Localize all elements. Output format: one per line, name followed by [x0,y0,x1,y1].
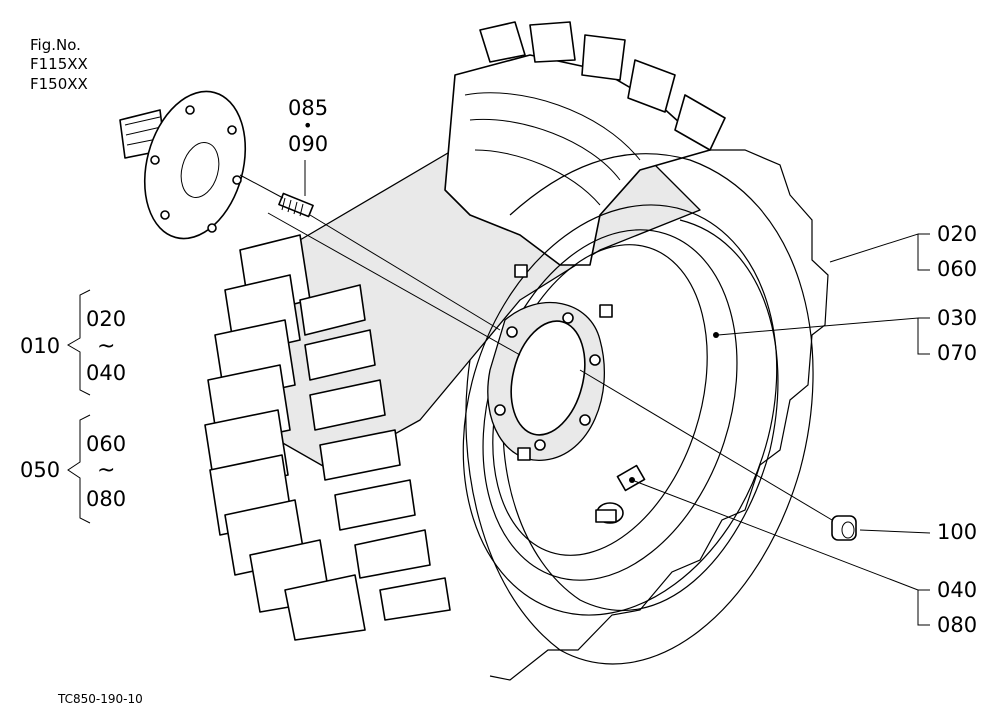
figure-ref-heading: Fig.No. [30,36,81,54]
group-050-to: 080 [86,487,127,511]
callout-020: 020 [937,222,978,246]
callout-040: 040 [937,578,978,602]
group-050-from: 060 [86,432,127,456]
wheel-nut [831,515,857,541]
tire-lugs-left [204,234,451,641]
wheel-stud [278,192,314,218]
air-valve [595,464,646,524]
drawing-code: TC850-190-10 [58,692,143,706]
group-010-bracket [67,289,91,396]
rim-reference-dot [713,332,719,338]
tire [204,21,829,681]
figure-ref-line1: F115XX [30,55,88,73]
wheel-rim [462,204,778,616]
group-010-id: 010 [20,334,61,358]
callout-085-dot: • [303,116,313,135]
callout-060: 060 [937,257,978,281]
group-050-bracket [67,414,91,524]
leader-lines [67,160,931,626]
group-010-from: 020 [86,307,127,331]
callout-030: 030 [937,306,978,330]
tire-sidewall [489,149,829,681]
callout-100: 100 [937,520,978,544]
group-050-id: 050 [20,458,61,482]
tire-cutaway [444,21,726,266]
callout-070: 070 [937,341,978,365]
rim-center-disc [487,264,613,461]
callout-080: 080 [937,613,978,637]
group-010-to: 040 [86,361,127,385]
group-010-tilde: ~ [97,334,116,359]
hub-flange [119,90,247,240]
figure-ref-line2: F150XX [30,75,88,93]
callout-090: 090 [288,132,329,156]
group-050-tilde: ~ [97,458,116,483]
callout-085: 085 [288,96,329,120]
